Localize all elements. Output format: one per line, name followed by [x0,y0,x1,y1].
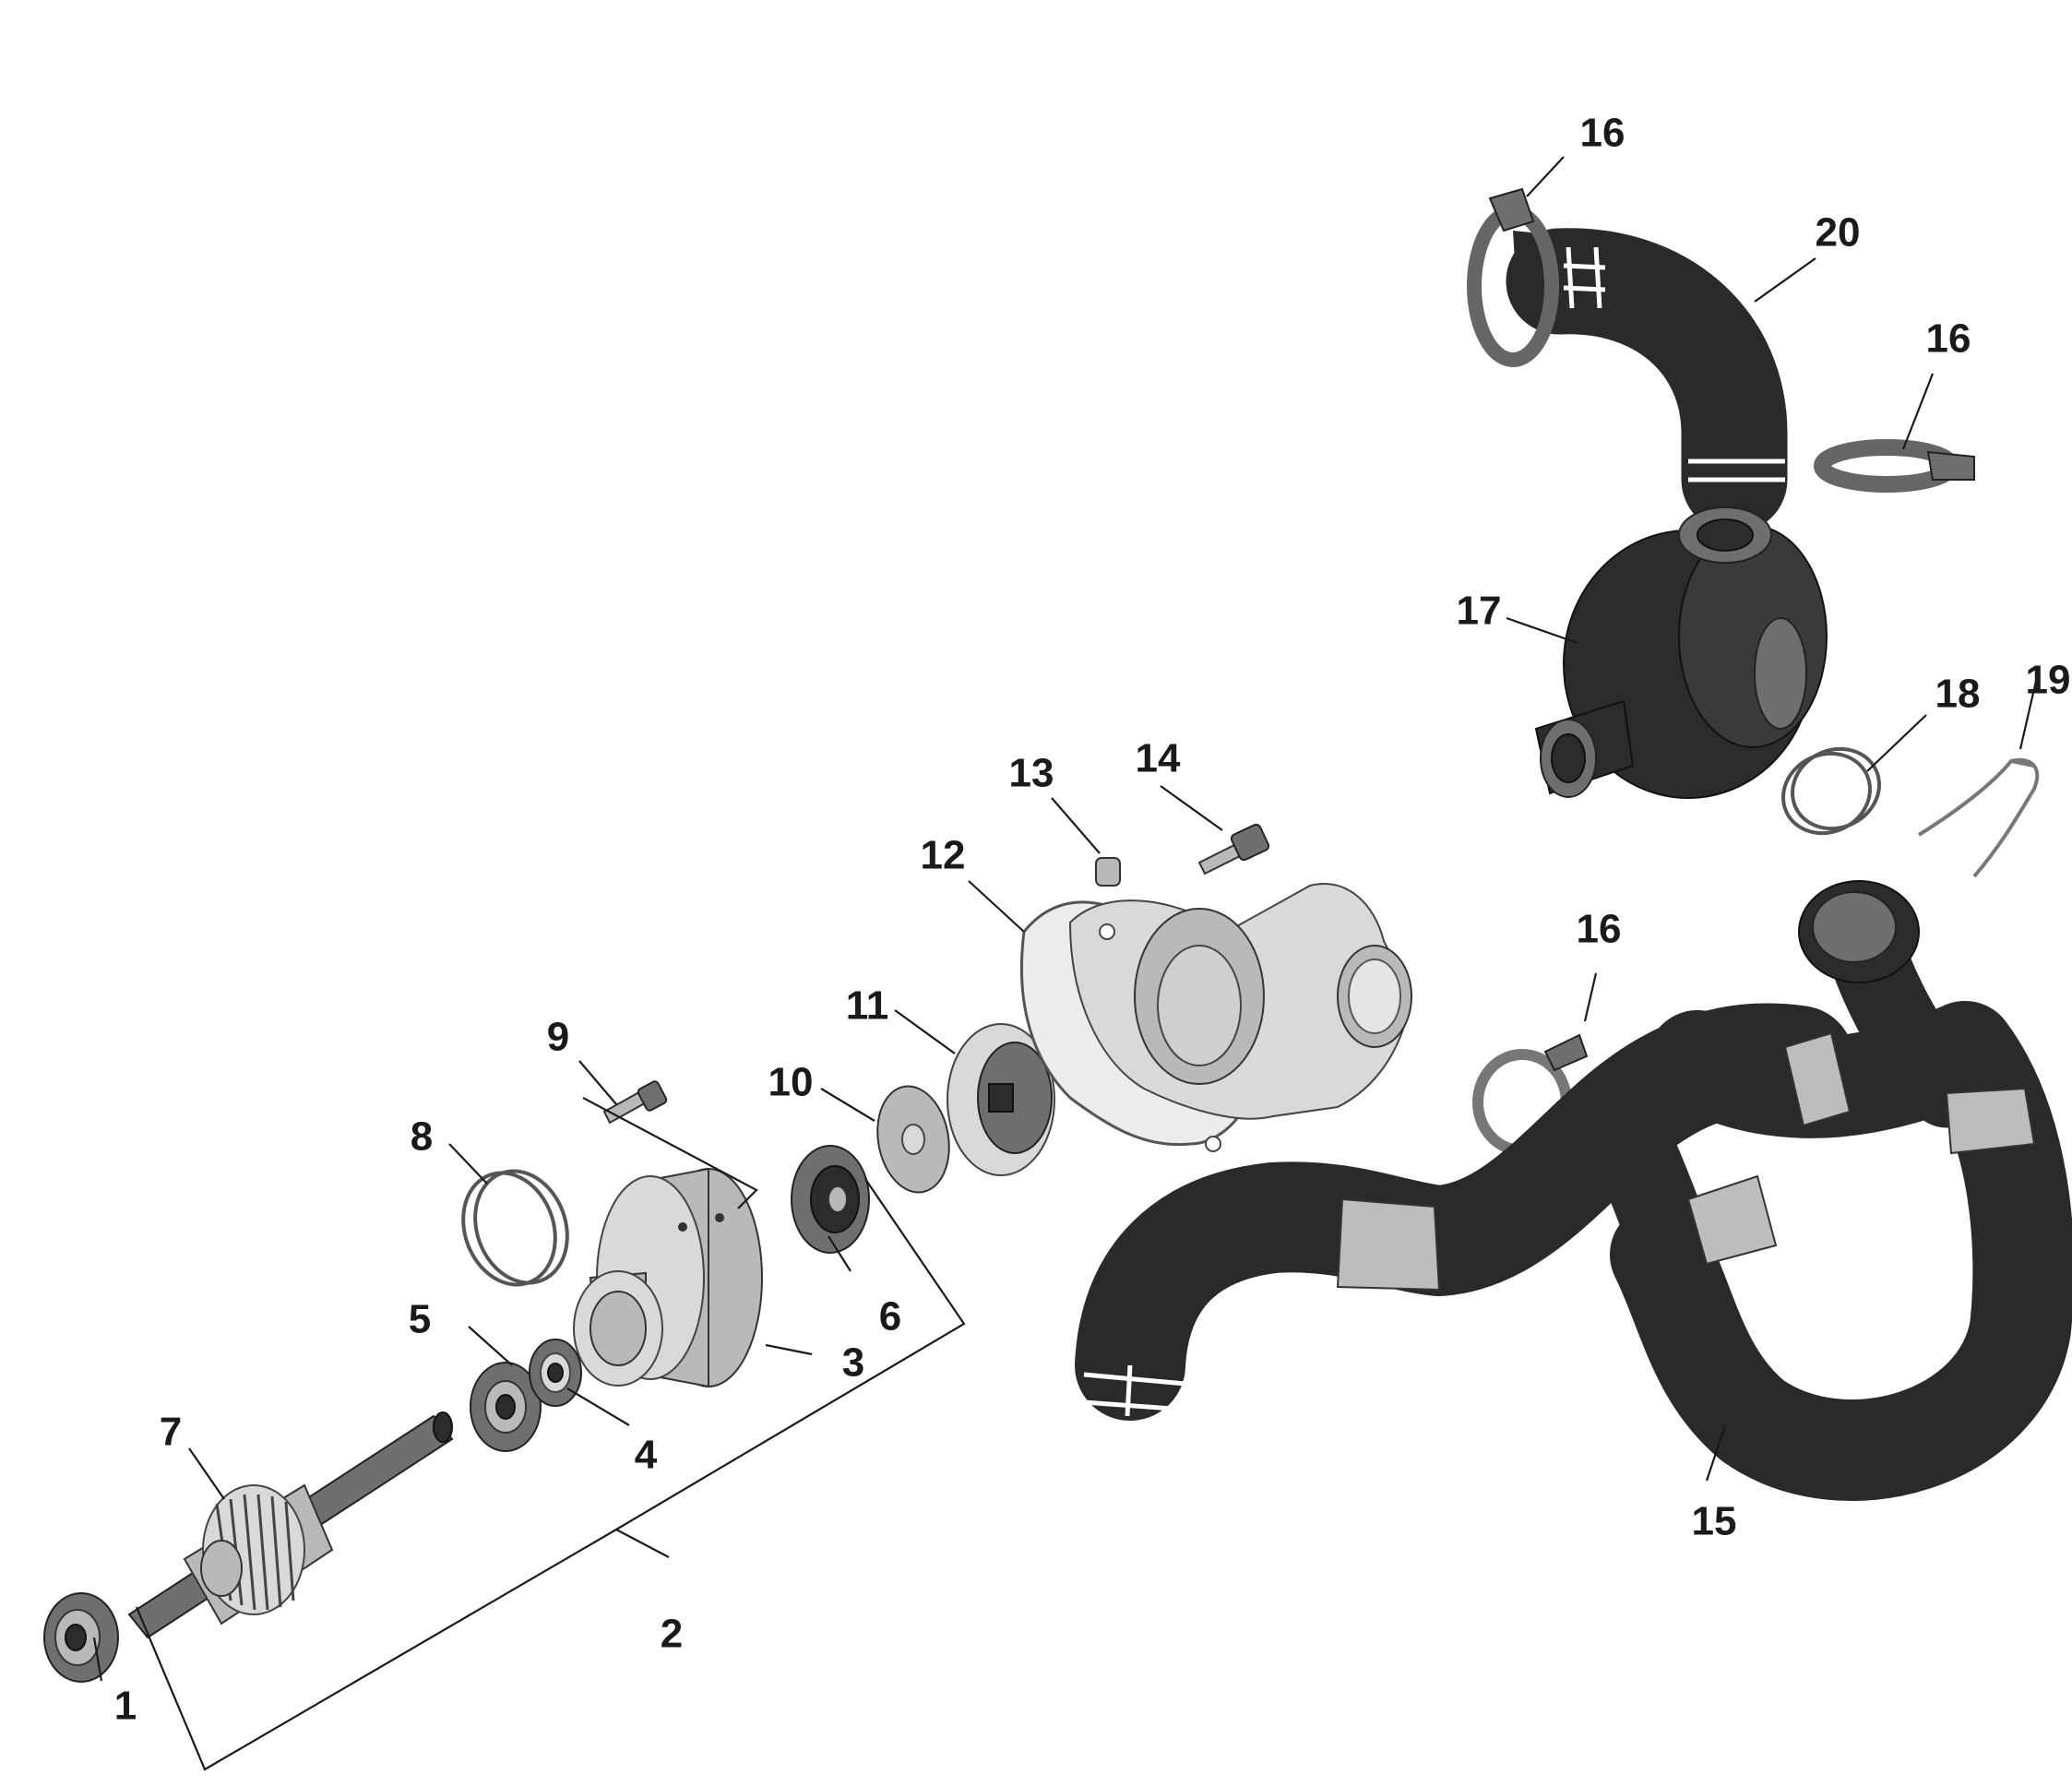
part-16-clamp-right [1814,439,1975,493]
callout-12: 12 [921,833,966,878]
part-11-impeller [947,1023,1055,1176]
callout-16-right: 16 [1926,316,1971,362]
callout-16-top: 16 [1580,111,1625,156]
part-1-bearing [43,1592,119,1683]
part-8-ring [461,1169,569,1287]
callout-10: 10 [768,1060,814,1105]
callout-11: 11 [846,983,889,1029]
callout-1: 1 [114,1684,137,1729]
callout-4: 4 [635,1433,658,1478]
callout-20: 20 [1816,210,1861,256]
callout-17: 17 [1457,589,1502,634]
callout-6: 6 [879,1294,901,1340]
part-4-seal [529,1339,582,1407]
callout-8: 8 [411,1114,433,1160]
callout-15: 15 [1692,1499,1737,1544]
callout-2: 2 [661,1612,683,1657]
part-19-wire-clip [1917,757,2040,878]
part-3-housing [573,1167,763,1388]
leader-lines [92,156,2041,1771]
part-14-bolt [1197,823,1270,875]
part-5-bearing [470,1362,542,1452]
callout-16-lower: 16 [1577,907,1622,952]
part-13-fitting [1095,857,1121,887]
part-9-bolt [602,1080,668,1125]
part-17-thermostat-housing [1534,506,1828,799]
part-18-o-ring [1781,746,1881,836]
callout-13: 13 [1009,751,1054,796]
callout-14: 14 [1136,736,1181,781]
callout-3: 3 [842,1340,864,1386]
callout-9: 9 [547,1015,569,1060]
part-15-hose-assembly [1075,880,2072,1501]
part-10-washer [876,1085,950,1194]
part-12-pump-body [1020,883,1413,1152]
callout-7: 7 [160,1410,182,1455]
callout-5: 5 [409,1297,431,1342]
callout-18: 18 [1935,672,1981,717]
part-16-clamp-top [1467,187,1559,367]
part-6-seal [791,1145,870,1254]
callout-19: 19 [2026,658,2071,703]
callout-labels: 1 2 3 4 5 6 7 8 9 10 11 12 13 14 15 16 1… [114,111,2071,1729]
part-7-shaft-gear [127,1411,454,1639]
